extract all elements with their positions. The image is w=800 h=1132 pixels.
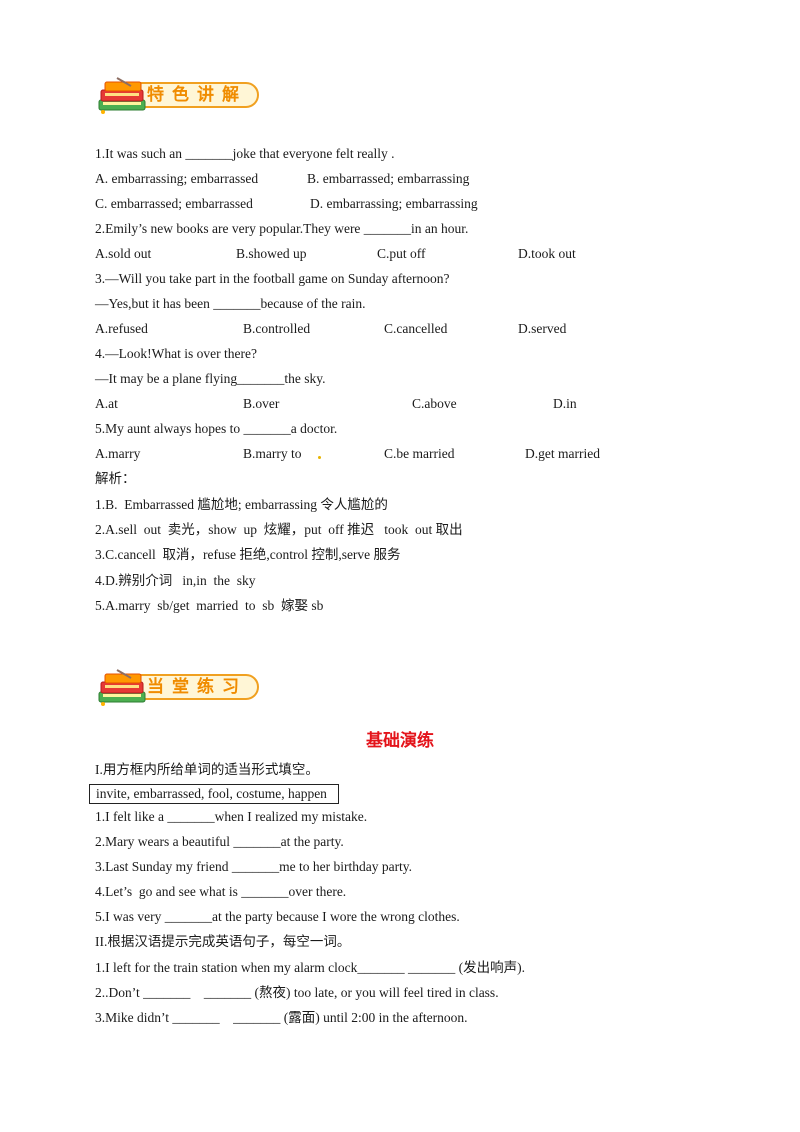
part-2-item: 3.Mike didn’t _______ _______ (露面) until… [95,1010,468,1025]
section-banner-explanation: 特色讲解 [95,76,263,118]
question-4-stem-2: —It may be a plane flying_______the sky. [95,371,326,386]
question-2-option-b: B.showed up [236,246,307,261]
analysis-item: 3.C.cancell 取消，refuse 拒绝,control 控制,serv… [95,547,401,562]
section-banner-practice: 当堂练习 [95,668,263,710]
part-2-item: 2..Don’t _______ _______ (熬夜) too late, … [95,985,499,1000]
banner-bar [125,674,259,700]
analysis-item: 2.A.sell out 卖光，show up 炫耀，put off 推迟 to… [95,522,463,537]
part-1-item: 2.Mary wears a beautiful _______at the p… [95,834,344,849]
part-1-item: 5.I was very _______at the party because… [95,909,460,924]
question-4-option-d: D.in [553,396,577,411]
question-1-option-a: A. embarrassing; embarrassed [95,171,259,186]
part-2-item: 1.I left for the train station when my a… [95,960,526,975]
question-1-stem: 1.It was such an _______joke that everyo… [95,146,395,161]
section-title: 基础演练 [366,731,434,751]
question-3-option-a: A.refused [95,321,148,336]
analysis-item: 1.B. Embarrassed 尴尬地; embarrassing 令人尴尬的 [95,497,388,512]
question-4-option-b: B.over [243,396,280,411]
books-icon [98,77,146,114]
part-1-heading: I.用方框内所给单词的适当形式填空。 [95,762,319,777]
question-2-option-d: D.took out [518,246,576,261]
question-5-option-d: D.get married [525,446,600,461]
question-5-option-c: C.be married [384,446,455,461]
question-2-option-c: C.put off [377,246,426,261]
question-3-stem: 3.—Will you take part in the football ga… [95,271,450,286]
question-3-option-d: D.served [518,321,567,336]
question-4-option-a: A.at [95,396,118,411]
banner-title: 特色讲解 [147,85,247,105]
word-box: invite, embarrassed, fool, costume, happ… [89,784,339,804]
question-4-option-c: C.above [412,396,457,411]
stray-mark [318,456,321,459]
part-1-item: 3.Last Sunday my friend _______me to her… [95,859,413,874]
question-1-option-d: D. embarrassing; embarrassing [310,196,478,211]
question-1-option-c: C. embarrassed; embarrassed [95,196,253,211]
question-3-option-b: B.controlled [243,321,311,336]
question-3-stem-2: —Yes,but it has been _______because of t… [95,296,366,311]
analysis-heading: 解析： [95,471,136,486]
banner-title: 当堂练习 [147,677,247,697]
analysis-item: 5.A.marry sb/get married to sb 嫁娶 sb [95,598,324,613]
part-1-item: 1.I felt like a _______when I realized m… [95,809,368,824]
question-1-option-b: B. embarrassed; embarrassing [307,171,470,186]
part-2-heading: II.根据汉语提示完成英语句子，每空一词。 [95,934,351,949]
question-4-stem: 4.—Look!What is over there? [95,346,257,361]
part-1-item: 4.Let’s go and see what is _______over t… [95,884,347,899]
question-5-option-b: B.marry to [243,446,302,461]
question-2-option-a: A.sold out [95,246,152,261]
analysis-item: 4.D.辨别介词 in,in the sky [95,573,256,588]
question-5-stem: 5.My aunt always hopes to _______a docto… [95,421,338,436]
question-3-option-c: C.cancelled [384,321,448,336]
books-icon [98,669,146,706]
banner-bar [125,82,259,108]
question-2-stem: 2.Emily’s new books are very popular.The… [95,221,469,236]
question-5-option-a: A.marry [95,446,141,461]
